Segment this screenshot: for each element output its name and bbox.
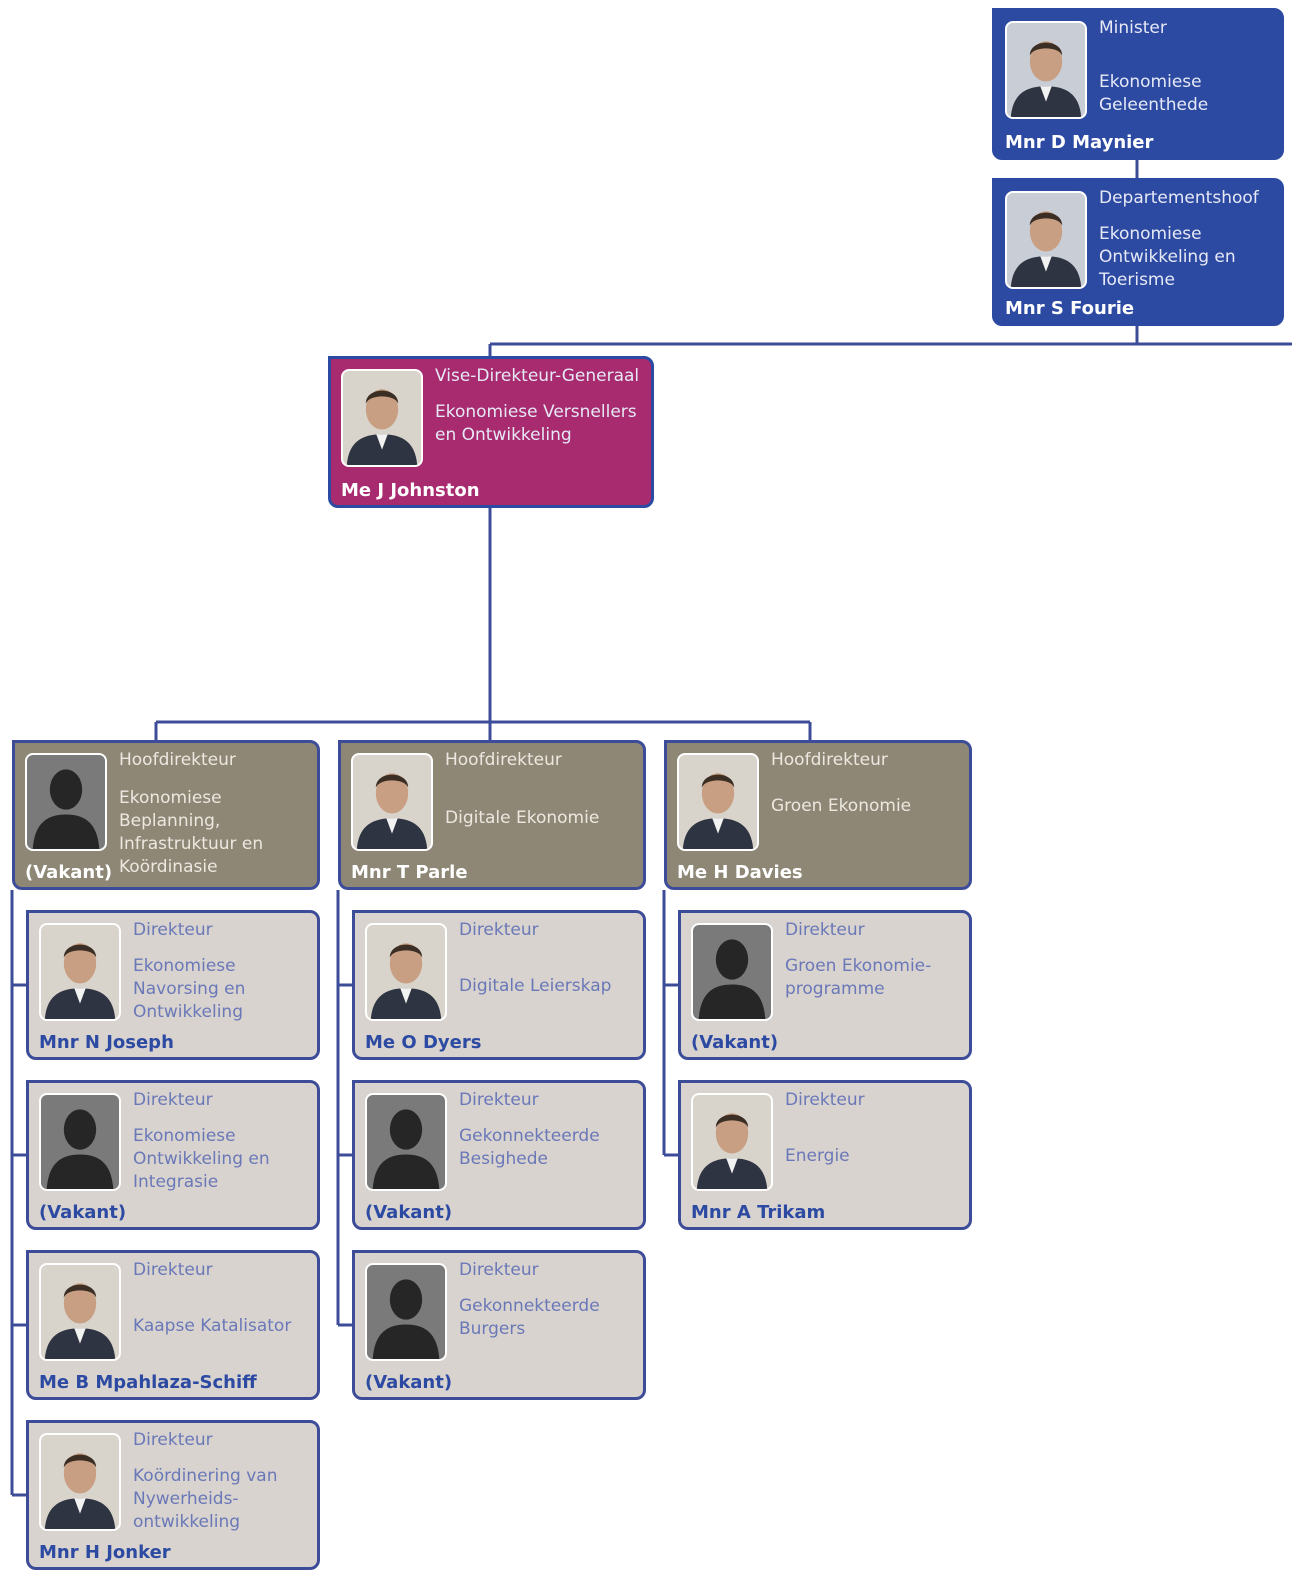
- person-name: Me J Johnston: [341, 480, 480, 501]
- portrait-photo: [677, 753, 759, 851]
- portrait-photo: [365, 923, 447, 1021]
- silhouette-icon: [365, 1263, 447, 1361]
- department-name: Digitale Ekonomie: [445, 808, 600, 828]
- portrait-photo: [1005, 191, 1087, 289]
- position-title: Hoofdirekteur: [445, 750, 562, 770]
- person-name: (Vakant): [25, 862, 113, 883]
- department-name: Ekonomiese Navorsing en Ontwikkeling: [133, 956, 246, 1022]
- person-name: (Vakant): [691, 1032, 779, 1053]
- department-name: Groen Ekonomie-programme: [785, 956, 932, 999]
- position-title: Hoofdirekteur: [119, 750, 236, 770]
- department-name: Kaapse Katalisator: [133, 1316, 292, 1336]
- portrait-photo: [351, 753, 433, 851]
- position-title: Direkteur: [785, 920, 865, 940]
- position-title: Vise-Direkteur-Generaal: [435, 366, 640, 386]
- person-name: (Vakant): [365, 1202, 453, 1223]
- position-title: Direkteur: [459, 1090, 539, 1110]
- silhouette-icon: [691, 923, 773, 1021]
- person-name: Mnr D Maynier: [1005, 132, 1154, 153]
- department-name: Gekonnekteerde Burgers: [459, 1296, 600, 1339]
- department-name: Ekonomiese Geleenthede: [1099, 72, 1209, 115]
- person-name: Mnr A Trikam: [691, 1202, 826, 1223]
- person-name: Me B Mpahlaza-Schiff: [39, 1372, 257, 1393]
- department-name: Gekonnekteerde Besighede: [459, 1126, 600, 1169]
- position-title: Direkteur: [785, 1090, 865, 1110]
- portrait-photo: [341, 369, 423, 467]
- person-name: Me H Davies: [677, 862, 803, 883]
- person-name: Mnr N Joseph: [39, 1032, 174, 1053]
- portrait-photo: [39, 1263, 121, 1361]
- position-title: Direkteur: [133, 1430, 213, 1450]
- position-title: Departementshoof: [1099, 188, 1259, 208]
- position-title: Direkteur: [459, 920, 539, 940]
- silhouette-icon: [39, 1093, 121, 1191]
- person-name: Mnr H Jonker: [39, 1542, 171, 1563]
- department-name: Energie: [785, 1146, 850, 1166]
- position-title: Minister: [1099, 18, 1167, 38]
- portrait-photo: [691, 1093, 773, 1191]
- silhouette-icon: [365, 1093, 447, 1191]
- department-name: Ekonomiese Ontwikkeling en Integrasie: [133, 1126, 270, 1192]
- department-name: Ekonomiese Ontwikkeling en Toerisme: [1099, 224, 1236, 290]
- person-name: Mnr S Fourie: [1005, 298, 1135, 319]
- department-name: Groen Ekonomie: [771, 796, 912, 816]
- department-name: Ekonomiese Beplanning, Infrastruktuur en…: [119, 788, 264, 877]
- position-title: Direkteur: [133, 1260, 213, 1280]
- person-name: Me O Dyers: [365, 1032, 482, 1053]
- department-name: Digitale Leierskap: [459, 976, 612, 996]
- department-name: Ekonomiese Versnellers en Ontwikkeling: [435, 402, 637, 445]
- portrait-photo: [39, 923, 121, 1021]
- position-title: Direkteur: [133, 1090, 213, 1110]
- position-title: Direkteur: [133, 920, 213, 940]
- position-title: Direkteur: [459, 1260, 539, 1280]
- person-name: Mnr T Parle: [351, 862, 468, 883]
- person-name: (Vakant): [39, 1202, 127, 1223]
- position-title: Hoofdirekteur: [771, 750, 888, 770]
- silhouette-icon: [25, 753, 107, 851]
- portrait-photo: [1005, 21, 1087, 119]
- portrait-photo: [39, 1433, 121, 1531]
- department-name: Koördinering van Nywerheids-ontwikkeling: [133, 1466, 278, 1532]
- person-name: (Vakant): [365, 1372, 453, 1393]
